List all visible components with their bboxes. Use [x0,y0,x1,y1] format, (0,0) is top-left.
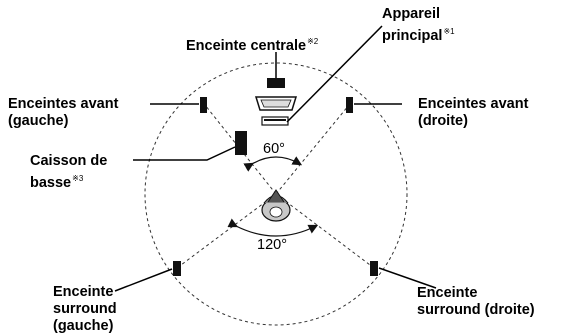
guide-line-surround-right [275,193,375,269]
leader-main-unit [286,25,383,123]
label-subwoofer-line1: Caisson de [30,153,108,169]
leader-surround-left [114,268,173,292]
front-right-speaker [346,97,353,113]
label-center-text: Enceinte centrale [186,37,307,54]
label-main-unit-note: ※1 [443,27,455,36]
label-surround-right-line2: surround (droite) [417,302,535,318]
label-front-right-line1: Enceintes avant [418,96,529,112]
label-main-unit-line1: Appareil [382,6,441,22]
leader-surround-right [378,267,437,289]
leader-subwoofer [133,146,236,161]
label-front-right-line2: (droite) [418,113,468,129]
label-surround-left-line3: (gauche) [53,318,114,334]
label-front-left-line1: Enceintes avant [8,96,119,112]
label-surround-left-line2: surround [53,301,117,317]
label-surround-right: Enceinte surround (droite) [417,285,535,319]
surround-right-speaker [370,261,378,276]
label-subwoofer-note: ※3 [72,174,84,183]
subwoofer-speaker [235,131,247,155]
center-speaker [267,78,285,88]
listening-circle [144,62,408,326]
angle-arrow-front [243,156,303,172]
label-surround-left-line1: Enceinte [53,284,114,300]
guide-line-front-right [275,104,350,195]
label-main-unit-line2: principal [382,27,443,44]
label-surround-right-line1: Enceinte [417,285,478,301]
label-surround-left: Enceinte surround (gauche) [53,284,117,335]
label-main-unit: Appareil principal※1 [382,6,455,45]
surround-left-speaker [173,261,181,276]
angle-arrow-surround [227,218,319,237]
label-subwoofer: Caisson de basse※3 [30,153,107,192]
main-unit-icon [254,96,298,126]
label-center-note: ※2 [307,37,319,46]
label-front-left: Enceintes avant (gauche) [8,96,118,130]
guide-line-surround-left [176,193,277,269]
label-subwoofer-line2: basse [30,174,72,191]
angle-surround-label: 120° [257,237,287,253]
label-front-right: Enceintes avant (droite) [418,96,528,130]
angle-front-label: 60° [263,141,285,157]
front-left-speaker [200,97,207,113]
listener-icon [261,189,291,222]
label-front-left-line2: (gauche) [8,113,69,129]
label-center-speaker: Enceinte centrale※2 [186,33,318,55]
